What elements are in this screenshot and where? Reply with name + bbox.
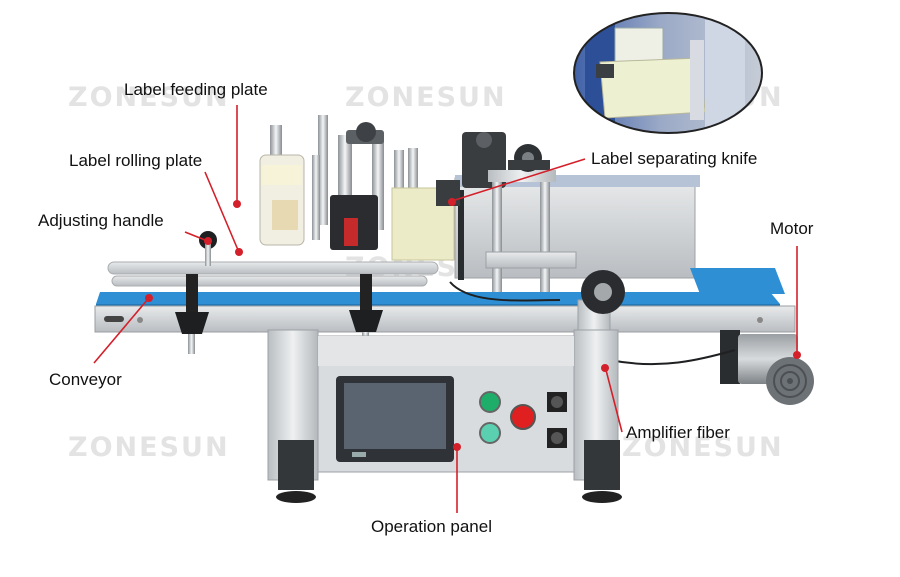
watermark: ZONESUN (68, 432, 230, 463)
label-reel-assembly (259, 115, 455, 261)
adjusting-handle-label: Adjusting handle (38, 211, 164, 230)
amplifier-fiber-label: Amplifier fiber (626, 423, 730, 442)
watermark: ZONESUN (345, 82, 507, 113)
label-separating-knife-label: Label separating knife (591, 149, 758, 168)
watermark: ZONESUN (68, 82, 230, 113)
conveyor-label: Conveyor (49, 370, 122, 389)
motor-label: Motor (770, 219, 814, 238)
callout-lines (93, 105, 801, 513)
label-feeding-plate-label: Label feeding plate (124, 80, 268, 99)
watermark: ZONESUN (622, 432, 784, 463)
operation-panel-label: Operation panel (371, 517, 492, 536)
label-rolling-plate-label: Label rolling plate (69, 151, 203, 170)
motor (720, 330, 814, 405)
control-cabinet (267, 329, 622, 503)
inset-closeup (573, 12, 763, 134)
labeler-head (436, 132, 700, 312)
